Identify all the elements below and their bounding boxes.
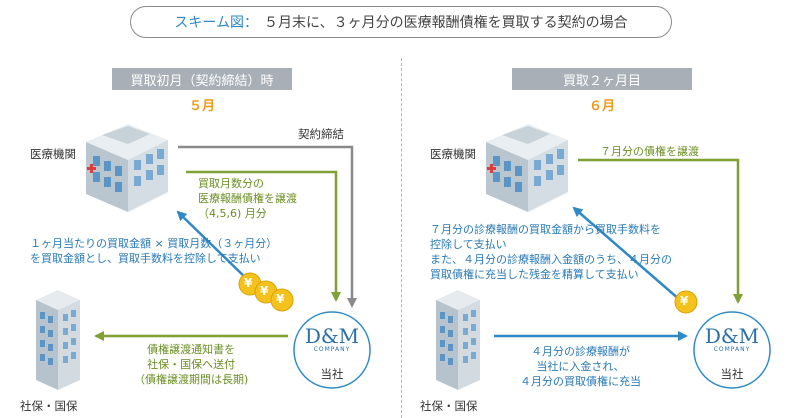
left-hospital-label: 医療機関: [30, 147, 76, 161]
left-transfer-line-3: （4,5,6) 月分: [198, 207, 267, 220]
left-company-label: 当社: [320, 367, 344, 381]
left-coin-symbol-1: ¥: [244, 276, 253, 290]
left-logo-sub: COMPANY: [313, 346, 351, 353]
left-notice-line-3: （債権譲渡期間は長期): [134, 373, 249, 386]
left-payment-arrow: [176, 210, 251, 283]
right-company-logo: D&M COMPANY: [694, 326, 770, 353]
left-contract-label: 契約締結: [298, 127, 344, 141]
right-insurer-icon: [436, 290, 480, 390]
left-coins-icon: [238, 272, 294, 312]
right-deposit-line-3: ４月分の買取債権に充当: [520, 375, 641, 388]
left-coin-symbol-2: ¥: [260, 284, 269, 298]
right-phase-header: 買取２ヶ月目: [512, 68, 692, 90]
left-insurer-label: 社保・国保: [20, 399, 78, 413]
left-transfer-line-2: 医療報酬債権を譲渡: [198, 192, 297, 205]
left-transfer-line-1: 買取月数分の: [198, 177, 264, 190]
left-logo-mark: D&M: [304, 324, 360, 348]
right-payment-line-4: 買取債権に充当した残金を精算して支払い: [430, 268, 639, 281]
left-company-circle: [293, 311, 371, 389]
right-insurer-label: 社保・国保: [420, 399, 478, 413]
right-hospital-icon: [486, 124, 568, 212]
left-notice-line-2: 社保・国保へ送付: [147, 358, 236, 371]
left-phase-header: 買取初月（契約締結）時: [112, 68, 292, 90]
scheme-title-text: ５月末に、３ヶ月分の医療報酬債権を買取する契約の場合: [264, 15, 628, 31]
left-transfer-text: 買取月数分の 医療報酬債権を譲渡 （4,5,6) 月分: [198, 176, 297, 221]
right-payment-line-3: また、４月分の診療報酬入金額のうち、４月分の: [430, 253, 672, 266]
right-company-circle: [693, 311, 771, 389]
left-transfer-arrow: [186, 170, 341, 302]
left-company-logo: D&M COMPANY: [294, 326, 370, 353]
right-payment-arrow: [572, 206, 681, 301]
right-hospital-label: 医療機関: [430, 147, 476, 161]
left-notice-line-1: 債権譲渡通知書を: [147, 343, 236, 356]
left-month-label: ５月: [188, 99, 215, 114]
right-payment-line-1: ７月分の診療報酬の買取金額から買取手数料を: [430, 223, 661, 236]
right-logo-sub: COMPANY: [713, 346, 751, 353]
right-logo-mark: D&M: [704, 324, 760, 348]
right-transfer-text: ７月分の債権を譲渡: [600, 144, 699, 159]
left-phase-label: 買取初月（契約締結）時: [130, 73, 274, 89]
right-payment-text: ７月分の診療報酬の買取金額から買取手数料を 控除して支払い また、４月分の診療報…: [430, 222, 672, 282]
left-coin-symbol-3: ¥: [276, 292, 285, 306]
scheme-title-lead: スキーム図：: [174, 15, 258, 31]
right-deposit-line-2: 当社に入金され、: [536, 360, 625, 373]
right-coin-icon: [674, 290, 698, 314]
right-coin-symbol: ¥: [680, 294, 689, 308]
right-transfer-line-1: ７月分の債権を譲渡: [600, 145, 699, 158]
left-hospital-icon: [86, 124, 168, 212]
right-phase-label: 買取２ヶ月目: [562, 73, 641, 89]
right-transfer-arrow: [578, 158, 743, 304]
left-notice-text: 債権譲渡通知書を 社保・国保へ送付 （債権譲渡期間は長期): [134, 342, 248, 387]
scheme-title: スキーム図： ５月末に、３ヶ月分の医療報酬債権を買取する契約の場合: [130, 6, 672, 38]
left-insurer-icon: [36, 290, 80, 390]
right-deposit-line-1: ４月分の診療報酬が: [531, 345, 630, 358]
left-payment-line-2: を買取金額とし、買取手数料を控除して支払い: [30, 252, 261, 265]
panel-divider: [401, 58, 402, 418]
left-payment-line-1: １ヶ月当たりの買取金額 × 買取月数（３ヶ月分）: [30, 237, 278, 250]
left-contract-arrow: [178, 145, 357, 308]
left-payment-text: １ヶ月当たりの買取金額 × 買取月数（３ヶ月分） を買取金額とし、買取手数料を控…: [30, 236, 277, 266]
right-company-label: 当社: [720, 367, 744, 381]
right-deposit-text: ４月分の診療報酬が 当社に入金され、 ４月分の買取債権に充当: [520, 344, 641, 389]
right-payment-line-2: 控除して支払い: [430, 238, 507, 251]
right-month-label: ６月: [588, 99, 615, 114]
